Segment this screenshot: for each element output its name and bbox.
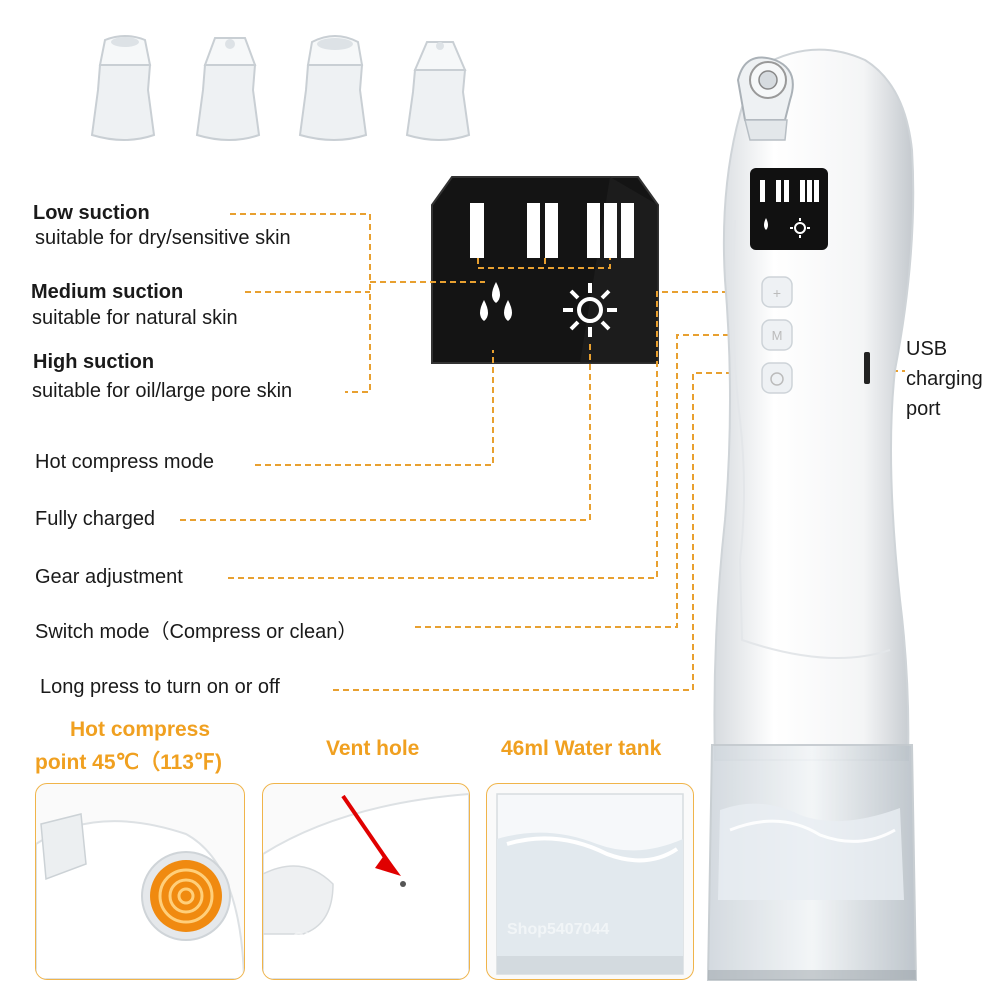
hot-compress-title-2: point 45℃（113℉): [35, 751, 222, 774]
water-tank-detail: Shop5407044: [486, 783, 694, 980]
usb-label-line3: port: [906, 398, 941, 420]
high-suction-title: High suction: [33, 351, 155, 373]
water-tank-title: 46ml Water tank: [501, 737, 662, 760]
watermark-1: Shop5407044: [42, 957, 151, 976]
vent-hole-title: Vent hole: [326, 737, 420, 760]
usb-label-line2: charging: [906, 368, 983, 390]
mode-button[interactable]: M: [761, 319, 793, 351]
gear-plus-button[interactable]: +: [761, 276, 793, 308]
gear-adjustment-label: Gear adjustment: [35, 566, 183, 588]
device-nozzle: [736, 56, 794, 141]
switch-mode-label: Switch mode（Compress or clean）: [35, 621, 358, 643]
high-suction-desc: suitable for oil/large pore skin: [32, 380, 293, 402]
usb-label: USB charging port: [906, 334, 983, 424]
watermark-3: Shop5407044: [507, 921, 609, 938]
low-suction-title: Low suction: [33, 202, 150, 224]
suction-level-1-icon: [470, 203, 484, 258]
suction-level-2-icon: [527, 203, 558, 258]
power-button[interactable]: [761, 362, 793, 394]
display-panel: [431, 176, 659, 364]
water-drops-icon: [480, 282, 512, 321]
watermark-2: Shop5407044: [293, 929, 402, 948]
sun-icon: [563, 283, 617, 337]
nozzle-head-3: [298, 35, 368, 141]
low-suction-desc: suitable for dry/sensitive skin: [35, 227, 291, 249]
device-screen: [750, 168, 828, 250]
hot-compress-title-1: Hot compress: [70, 718, 211, 741]
medium-suction-desc: suitable for natural skin: [32, 307, 238, 329]
vent-hole-detail: Shop5407044: [262, 783, 470, 980]
fully-charged-label: Fully charged: [35, 508, 156, 530]
water-tank: [706, 744, 918, 981]
blackhead-device: + M: [706, 48, 918, 981]
suction-level-3-icon: [587, 203, 634, 258]
medium-suction-title: Medium suction: [31, 281, 184, 303]
hot-compress-detail: Shop5407044: [35, 783, 245, 980]
nozzle-heads: [90, 35, 471, 141]
svg-text:+: +: [773, 285, 781, 301]
nozzle-head-1: [90, 35, 156, 141]
svg-text:M: M: [772, 328, 783, 343]
usb-port: [864, 352, 870, 384]
hot-compress-mode-label: Hot compress mode: [35, 451, 214, 473]
nozzle-head-4: [405, 41, 471, 141]
power-label: Long press to turn on or off: [40, 676, 280, 698]
usb-label-line1: USB: [906, 338, 948, 360]
nozzle-head-2: [195, 37, 261, 141]
